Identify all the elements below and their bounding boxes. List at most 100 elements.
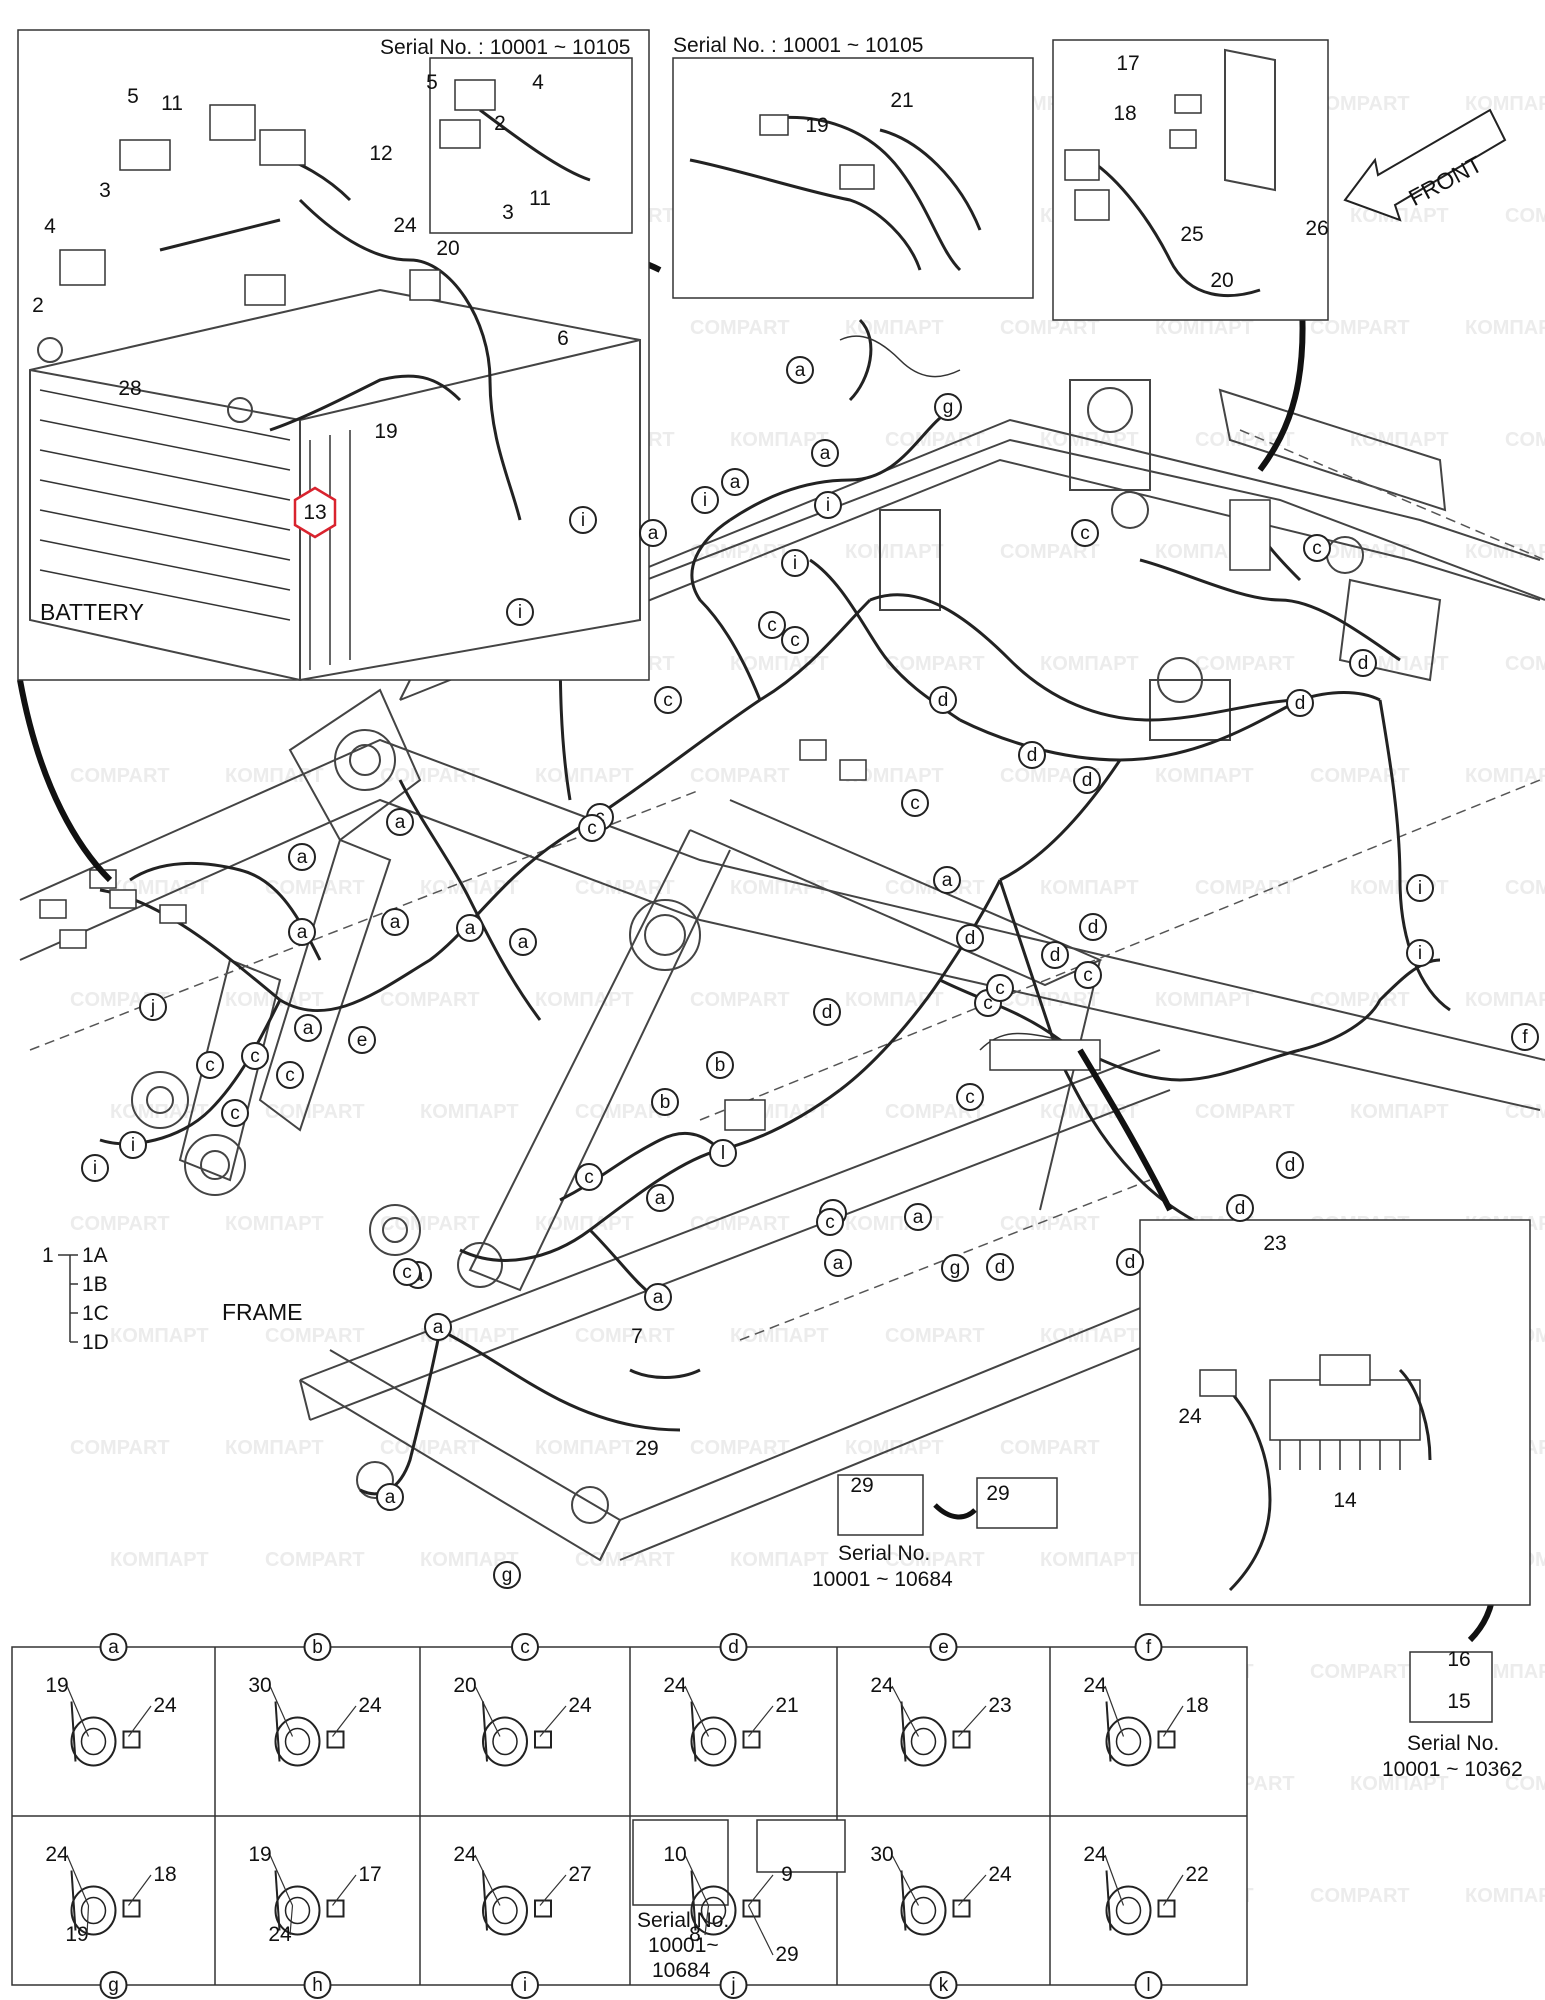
callout-letter: a xyxy=(942,870,953,891)
callout-letter: a xyxy=(795,360,806,381)
wiring-harness xyxy=(99,318,1451,1496)
watermark-text: КОМПАРТ xyxy=(1040,877,1139,899)
watermark-text: КОМПАРТ xyxy=(535,1213,634,1235)
callout-letter: c xyxy=(230,1103,240,1124)
watermark-text: COMPART xyxy=(575,1101,675,1123)
watermark-text: КОМПАРТ xyxy=(1350,1773,1449,1795)
callout-d: d xyxy=(1349,649,1377,677)
detail-part-number: 24 xyxy=(453,1843,477,1866)
callout-c: c xyxy=(901,789,929,817)
detail-letter: a xyxy=(108,1637,119,1658)
part-number: 26 xyxy=(1305,217,1328,240)
watermark-text: КОМПАРТ xyxy=(110,1997,209,2000)
watermark-text: COMPART xyxy=(1195,1101,1295,1123)
callout-letter: c xyxy=(402,1262,412,1283)
watermark-text: КОМПАРТ xyxy=(535,989,634,1011)
callout-e: e xyxy=(348,1026,376,1054)
callout-d: d xyxy=(1286,689,1314,717)
detail-part-number: 24 xyxy=(358,1694,382,1717)
detail-part-number: 24 xyxy=(1083,1674,1107,1697)
part-number: 29 xyxy=(635,1437,658,1460)
detail-letter: f xyxy=(1146,1637,1152,1658)
detail-part-number: 24 xyxy=(45,1843,69,1866)
callout-c: c xyxy=(221,1099,249,1127)
callout-c: c xyxy=(781,626,809,654)
part-number: 12 xyxy=(369,142,392,165)
callout-a: a xyxy=(824,1249,852,1277)
callout-letter: d xyxy=(1050,945,1061,966)
callout-letter: c xyxy=(250,1046,260,1067)
callout-a: a xyxy=(424,1313,452,1341)
callout-letter: a xyxy=(518,932,529,953)
callout-letter: i xyxy=(93,1158,97,1179)
callout-letter: b xyxy=(660,1092,671,1113)
watermark-text: КОМПАРТ xyxy=(420,877,519,899)
callout-d: d xyxy=(1226,1194,1254,1222)
watermark-text: КОМПАРТ xyxy=(1465,317,1545,339)
detail-part-number: 19 xyxy=(45,1674,68,1697)
callout-letter: i xyxy=(1418,878,1422,899)
watermark-text: COMPART xyxy=(380,989,480,1011)
callout-letter: i xyxy=(793,553,797,574)
callout-letter: a xyxy=(655,1188,666,1209)
frame-label: FRAME xyxy=(222,1299,303,1325)
detail-part-number: 8 xyxy=(689,1923,701,1946)
callout-letter: a xyxy=(465,918,476,939)
callout-i: i xyxy=(81,1154,109,1182)
callout-d: d xyxy=(1073,766,1101,794)
part-number: 5 xyxy=(426,71,438,94)
serial-16-range: 10001 ~ 10362 xyxy=(1382,1758,1523,1781)
watermark-text: КОМПАРТ xyxy=(730,1997,829,2000)
callout-letter: a xyxy=(385,1487,396,1508)
watermark-text: КОМПАРТ xyxy=(225,1437,324,1459)
detail-part-number: 22 xyxy=(1185,1863,1208,1886)
watermark-text: КОМПАРТ xyxy=(1465,93,1545,115)
watermark-text: COMPART xyxy=(885,653,985,675)
watermark-text: COMPART xyxy=(690,989,790,1011)
callout-c: c xyxy=(575,1163,603,1191)
callout-letter: a xyxy=(297,847,308,868)
callout-letter: i xyxy=(581,510,585,531)
watermark-text: COMPART xyxy=(885,1549,985,1571)
watermark-text: COMPART xyxy=(690,1213,790,1235)
watermark-text: COMPART xyxy=(1000,1213,1100,1235)
watermark-text: COMPART xyxy=(690,1437,790,1459)
part-number-layer: 2345671112192024282923451117181920212324… xyxy=(32,52,1471,1713)
watermark-text: COMPART xyxy=(885,1325,985,1347)
part-number: 19 xyxy=(374,420,397,443)
watermark-text: COMPART xyxy=(1505,877,1545,899)
callout-f: f xyxy=(1511,1023,1539,1051)
watermark-text: КОМПАРТ xyxy=(1465,541,1545,563)
watermark-text: COMPART xyxy=(380,1213,480,1235)
part-1b-label: 1B xyxy=(82,1273,108,1296)
callout-a: a xyxy=(933,866,961,894)
callout-a: a xyxy=(721,468,749,496)
callout-c: c xyxy=(1071,519,1099,547)
detail-part-number: 24 xyxy=(1083,1843,1107,1866)
callout-a: a xyxy=(294,1014,322,1042)
callout-i: i xyxy=(569,506,597,534)
callout-letter: i xyxy=(518,602,522,623)
callout-j: j xyxy=(139,993,167,1021)
watermark-text: КОМПАРТ xyxy=(730,877,829,899)
callout-letter: c xyxy=(1083,965,1093,986)
callout-a: a xyxy=(288,918,316,946)
detail-part-number: 30 xyxy=(870,1843,893,1866)
watermark-text: COMPART xyxy=(1195,877,1295,899)
callout-letter: c xyxy=(663,690,673,711)
callout-letter: a xyxy=(390,912,401,933)
callout-a: a xyxy=(786,356,814,384)
part-number: 20 xyxy=(436,237,459,260)
detail-part-number: 17 xyxy=(358,1863,381,1886)
detail-part-number: 29 xyxy=(775,1943,798,1966)
callout-g: g xyxy=(493,1561,521,1589)
callout-c: c xyxy=(654,686,682,714)
detail-part-number: 19 xyxy=(65,1923,88,1946)
